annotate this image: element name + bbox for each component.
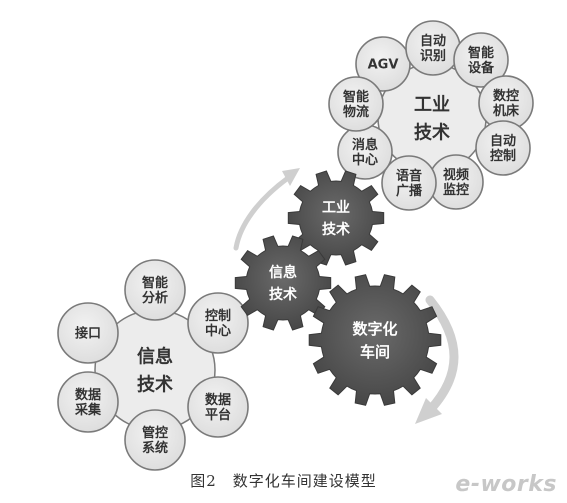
industrial-petal-label: 智能设备 — [468, 45, 495, 76]
industrial-petal-label: 数控机床 — [493, 88, 520, 119]
industrial-petal-circle — [381, 155, 437, 211]
industrial-petal-circle — [475, 120, 531, 176]
industrial-center-label: 工业技术 — [414, 94, 450, 143]
right-flow-arrow — [425, 295, 459, 415]
ework-watermark: e-works — [455, 472, 557, 497]
left-flow-arrowhead — [282, 168, 300, 186]
flow-arrows — [233, 168, 459, 424]
industrial-petal-circle — [355, 36, 411, 92]
it-gear-label: 信息技术 — [269, 264, 297, 303]
it-center-label: 信息技术 — [137, 345, 173, 395]
it-petal-circle — [124, 259, 186, 321]
figure-caption: 图2 数字化车间建设模型 — [0, 470, 567, 491]
digital-gear — [308, 274, 442, 406]
it-petal-circle — [57, 302, 119, 364]
industrial-petal-label: 智能物流 — [343, 89, 369, 120]
it-petal-label: 数据采集 — [74, 387, 102, 418]
industrial-petal-label: 语音广播 — [396, 168, 423, 199]
right-flow-arrowhead — [415, 398, 442, 424]
figure-number: 图2 — [190, 472, 217, 490]
digital-gear-label: 数字化车间 — [352, 320, 397, 361]
it-petal-label: 管控系统 — [142, 425, 168, 456]
industrial-petal-label: 自动识别 — [420, 33, 446, 64]
industrial-petal-label: 自动控制 — [490, 133, 516, 164]
industrial-petal-label: 视频监控 — [443, 167, 469, 198]
it-petal-label: 智能分析 — [142, 275, 168, 306]
left-flow-arrow — [233, 175, 291, 251]
industrial-petal-circle — [453, 32, 509, 88]
industrial-gear-label: 工业技术 — [322, 200, 350, 238]
industrial-petal-label: AGV — [368, 58, 399, 73]
it-petal-circle — [187, 376, 249, 438]
it-petal-label: 数据平台 — [205, 392, 231, 423]
industrial-petal-label: 消息中心 — [352, 137, 378, 168]
it-petal-circle — [124, 409, 186, 471]
it-petal-circle — [57, 371, 119, 433]
it-petal-label: 接口 — [75, 326, 101, 342]
industrial-petal-circle — [328, 76, 384, 132]
it-petal-label: 控制中心 — [205, 308, 231, 339]
figure-title: 数字化车间建设模型 — [232, 472, 377, 490]
industrial-tech-cluster: AGV 自动识别智能设备数控机床自动控制视频监控语音广播消息中心 智能物流 工业技术 — [328, 20, 534, 211]
industrial-gear — [287, 170, 385, 266]
it-petal-circle — [187, 292, 249, 354]
